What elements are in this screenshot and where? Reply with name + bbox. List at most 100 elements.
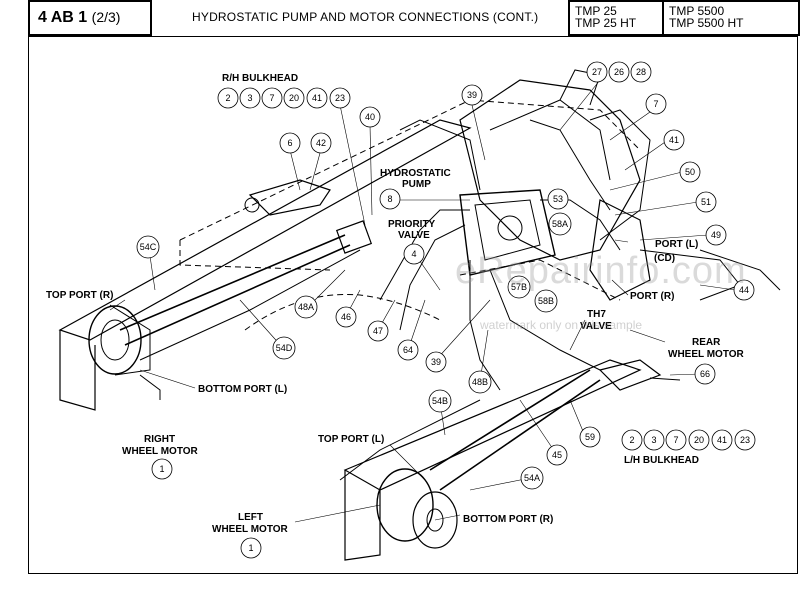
callout-bubble xyxy=(397,339,419,361)
callout-number: 59 xyxy=(585,432,595,442)
callout-group-singles: 39 40 6 42 7 41 50 51 49 44 53 58A 8 4 5… xyxy=(136,84,755,559)
hose-pump-left xyxy=(379,209,470,301)
callout-bubble xyxy=(428,389,452,413)
callout-bubble xyxy=(608,61,630,83)
model-tmp25ht: TMP 25 HT xyxy=(575,16,637,30)
callout-bubble xyxy=(239,87,261,109)
callout-number: 41 xyxy=(312,93,322,103)
callout-bubble xyxy=(468,370,492,394)
callout-bubble xyxy=(461,84,483,106)
callout-number: 1 xyxy=(248,543,253,553)
callout-number: 58A xyxy=(552,219,568,229)
lh-chassis-rail xyxy=(343,359,642,491)
callout-number: 58B xyxy=(538,296,554,306)
callout-bubble xyxy=(359,106,381,128)
label-port-cd: (CD) xyxy=(654,253,675,264)
callout-number: 46 xyxy=(341,312,351,322)
callout-number: 4 xyxy=(411,249,416,259)
label-right-wheel-1: RIGHT xyxy=(144,434,175,445)
right-wheel-motor-inner xyxy=(100,319,130,361)
callout-number: 48A xyxy=(298,302,314,312)
callout-bubble xyxy=(586,61,608,83)
frame-outline-mid xyxy=(459,259,621,301)
callout-bubble xyxy=(546,444,568,466)
label-hydro-pump-1: HYDROSTATIC xyxy=(380,168,451,179)
rear-wheel-bracket xyxy=(639,249,741,301)
callout-bubble xyxy=(136,235,160,259)
callout-bubble xyxy=(679,161,701,183)
right-wheel-motor-hub xyxy=(88,305,142,375)
callout-bubble xyxy=(733,279,755,301)
callout-number: 28 xyxy=(636,67,646,77)
frame-arc-left xyxy=(244,293,441,331)
callout-number: 48B xyxy=(472,377,488,387)
callout-bubble xyxy=(665,429,687,451)
label-top-port-l: TOP PORT (L) xyxy=(318,434,384,445)
hydrostatic-pump-face xyxy=(474,199,541,261)
callout-bubble xyxy=(711,429,733,451)
callout-number: 57B xyxy=(511,282,527,292)
callout-bubble xyxy=(734,429,756,451)
section-code-box: 4 AB 1 (2/3) xyxy=(28,0,152,36)
label-port-l: PORT (L) xyxy=(655,239,698,250)
callout-number: 54C xyxy=(140,242,157,252)
callout-number: 2 xyxy=(629,435,634,445)
callout-bubble xyxy=(520,466,544,490)
lh-rail-end xyxy=(344,470,381,561)
rear-wheel-motor xyxy=(589,199,651,301)
rear-axle xyxy=(699,249,781,291)
right-wheel-bracket xyxy=(139,374,161,400)
callout-number: 8 xyxy=(387,194,392,204)
th7-valve-link xyxy=(649,377,681,381)
callout-bubble xyxy=(645,93,667,115)
section-code: 4 AB 1 (2/3) xyxy=(38,9,120,27)
callout-bubble xyxy=(547,188,569,210)
model-tmp5500ht: TMP 5500 HT xyxy=(669,16,744,30)
page-title: HYDROSTATIC PUMP AND MOTOR CONNECTIONS (… xyxy=(192,10,539,24)
hose-rh-3 xyxy=(139,249,361,361)
callout-bubble xyxy=(329,87,351,109)
frame-outline-top xyxy=(179,99,641,241)
callout-number: 40 xyxy=(365,112,375,122)
callout-bubble xyxy=(705,224,727,246)
callout-number: 53 xyxy=(553,194,563,204)
callout-number: 39 xyxy=(467,90,477,100)
callout-number: 44 xyxy=(739,285,749,295)
right-wheel-motor-body xyxy=(109,304,151,376)
callout-bubble xyxy=(507,275,531,299)
callout-number: 47 xyxy=(373,326,383,336)
label-rh-bulkhead: R/H BULKHEAD xyxy=(222,73,298,84)
callout-number: 2 xyxy=(225,93,230,103)
callout-bubble xyxy=(621,429,643,451)
model-list-left: TMP 25 TMP 25 HT xyxy=(568,0,664,36)
model-list-right: TMP 5500 TMP 5500 HT xyxy=(662,0,800,36)
engine-detail-3 xyxy=(589,109,651,241)
callout-bubble xyxy=(217,87,239,109)
hose-rh-bottom xyxy=(124,244,351,346)
callout-bubble xyxy=(630,61,652,83)
reservoir xyxy=(248,179,331,216)
priority-valve-body xyxy=(335,220,373,254)
hose-lh-bottom xyxy=(439,379,601,491)
callout-bubble xyxy=(283,87,305,109)
label-lh-bulkhead: L/H BULKHEAD xyxy=(624,455,699,466)
callout-number: 54B xyxy=(432,396,448,406)
rh-chassis-rail xyxy=(58,119,472,341)
callout-bubble xyxy=(272,336,296,360)
label-priority-2: VALVE xyxy=(398,230,430,241)
callout-bubble xyxy=(548,212,572,236)
callout-number: 54D xyxy=(276,343,293,353)
label-left-wheel-1: LEFT xyxy=(238,512,263,523)
hose-engine-right xyxy=(529,119,611,211)
left-wheel-motor-hub xyxy=(376,468,434,542)
watermark-note: watermark only on this sample xyxy=(480,318,643,332)
model-tmp5500: TMP 5500 xyxy=(669,4,725,18)
callout-bubble xyxy=(534,289,558,313)
callout-number: 26 xyxy=(614,67,624,77)
callout-number: 64 xyxy=(403,345,413,355)
label-th7-1: TH7 xyxy=(587,309,606,320)
callout-bubble xyxy=(240,537,262,559)
callout-bubble xyxy=(310,132,332,154)
hydrostatic-pump-body xyxy=(459,189,556,276)
hose-top xyxy=(399,119,481,191)
